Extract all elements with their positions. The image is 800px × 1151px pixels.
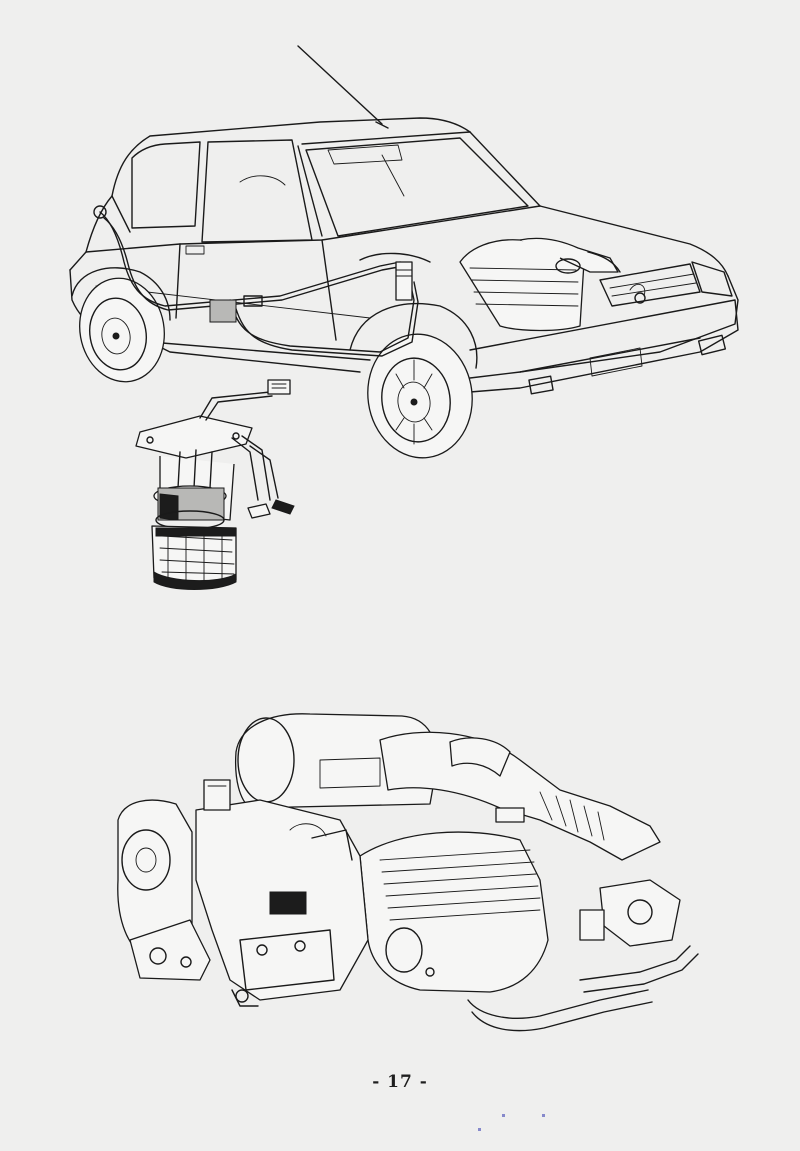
fuel-filter-and-engine	[396, 238, 645, 330]
page-number: - 17 -	[372, 1072, 428, 1092]
rear-wheel	[72, 271, 173, 388]
car-body	[70, 46, 738, 394]
fuel-lines	[94, 206, 418, 356]
front-wheel	[360, 327, 480, 464]
scan-specks	[420, 1110, 560, 1140]
